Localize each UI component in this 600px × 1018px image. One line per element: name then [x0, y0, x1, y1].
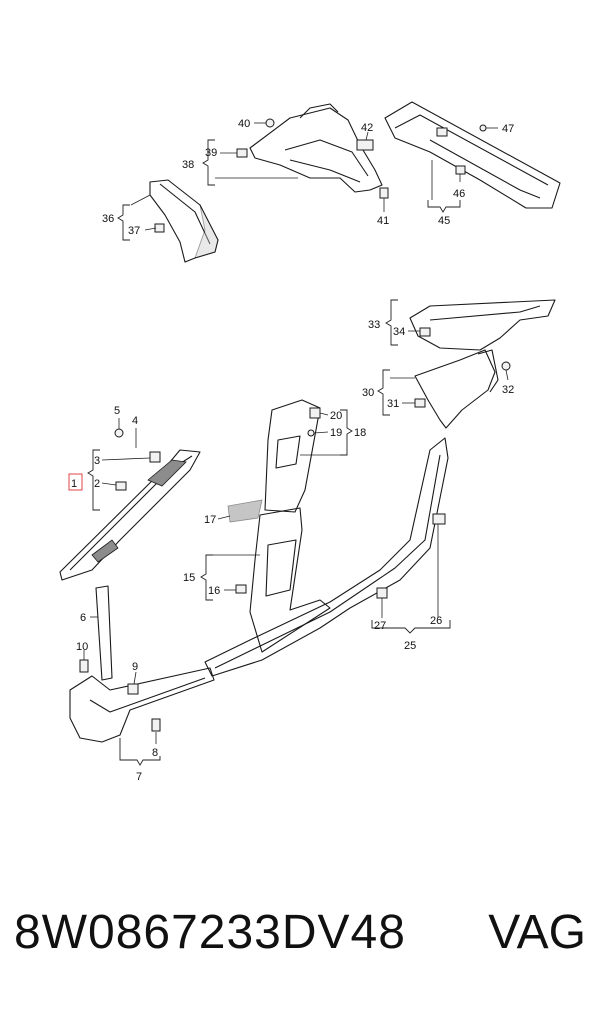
- leader-19: [313, 431, 329, 434]
- callout-33: 33: [368, 319, 380, 331]
- callout-27: 27: [374, 620, 386, 632]
- leader-2: [101, 482, 117, 486]
- callout-32: 32: [502, 384, 514, 396]
- callout-30: 30: [362, 387, 374, 399]
- callout-45: 45: [438, 215, 450, 227]
- leader-20: [319, 412, 329, 416]
- callout-15: 15: [183, 572, 195, 584]
- callout-19: 19: [330, 427, 342, 439]
- callout-9: 9: [132, 661, 138, 673]
- brace-1: [87, 449, 100, 511]
- brace-33: [385, 299, 398, 346]
- rear-shelf: [384, 101, 561, 209]
- part-info-footer: 8W0867233DV48 VAG: [0, 905, 600, 975]
- leader-36a: [130, 194, 151, 206]
- b-pillar-trim: [227, 399, 331, 653]
- callout-1-highlight: [68, 473, 83, 491]
- leader-37: [144, 227, 157, 231]
- callout-25: 25: [404, 640, 416, 652]
- callout-3: 3: [94, 455, 100, 467]
- leader-9: [133, 671, 137, 685]
- callout-17: 17: [204, 514, 216, 526]
- callout-6: 6: [80, 612, 86, 624]
- callout-37: 37: [128, 225, 140, 237]
- callout-41: 41: [377, 215, 389, 227]
- callout-34: 34: [393, 326, 405, 338]
- callout-31: 31: [387, 398, 399, 410]
- part-number: 8W0867233DV48: [14, 906, 406, 959]
- callout-4: 4: [132, 415, 138, 427]
- brace-25: [371, 620, 451, 634]
- callout-8: 8: [152, 747, 158, 759]
- leader-3: [101, 457, 151, 461]
- callout-1: 1: [71, 478, 77, 490]
- upper-c-pillar-trim: [409, 299, 556, 429]
- c-pillar-trim: [149, 179, 219, 263]
- callout-40: 40: [238, 118, 250, 130]
- brand-label: VAG: [488, 906, 586, 959]
- brace-45: [427, 200, 461, 213]
- callout-46: 46: [453, 188, 465, 200]
- leader-17: [217, 515, 231, 520]
- brace-36: [117, 204, 130, 241]
- brace-7: [119, 738, 161, 766]
- sill-trim: [204, 437, 449, 677]
- shelf-side-trim: [236, 103, 389, 199]
- callout-16: 16: [208, 585, 220, 597]
- a-pillar-trim: [59, 428, 201, 581]
- callout-42: 42: [361, 122, 373, 134]
- callout-39: 39: [205, 147, 217, 159]
- exploded-parts-diagram: 36 37 38 39 40 41 42 45 46 47: [59, 101, 561, 783]
- callout-38: 38: [182, 159, 194, 171]
- leader-42: [365, 131, 369, 141]
- callout-47: 47: [502, 123, 514, 135]
- callout-2: 2: [94, 478, 100, 490]
- callout-36: 36: [102, 213, 114, 225]
- brace-18: [340, 409, 353, 456]
- callout-18: 18: [354, 427, 366, 439]
- callout-26: 26: [430, 615, 442, 627]
- callout-10: 10: [76, 641, 88, 653]
- brace-15: [200, 554, 213, 601]
- lower-a-pillar-trim: [69, 585, 215, 743]
- callout-5: 5: [114, 405, 120, 417]
- brace-30: [377, 369, 390, 416]
- leader-32: [505, 369, 509, 381]
- callout-20: 20: [330, 410, 342, 422]
- brace-38: [202, 139, 215, 186]
- callout-7: 7: [136, 771, 142, 783]
